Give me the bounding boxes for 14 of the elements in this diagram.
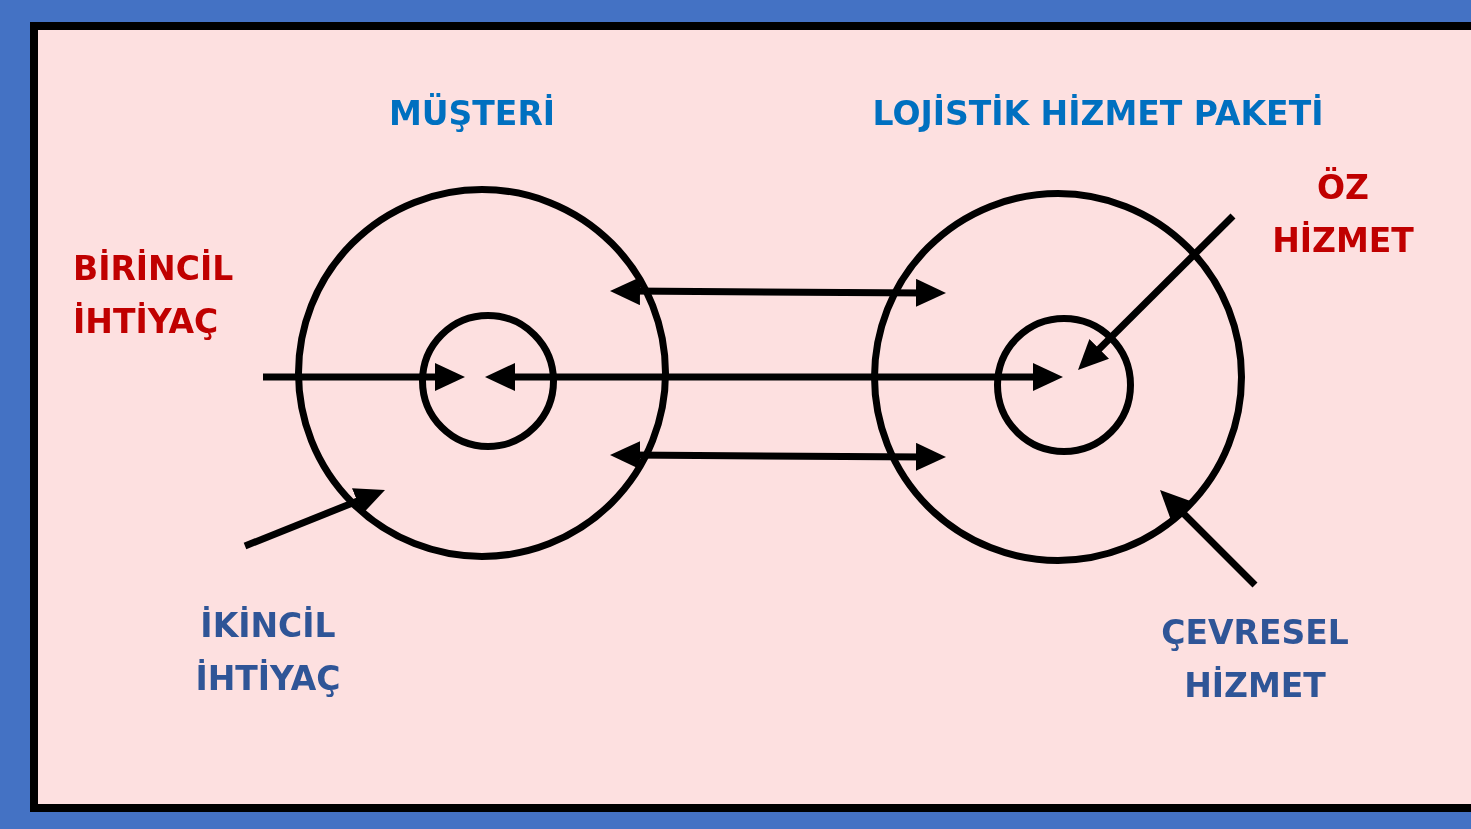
arrow: [1160, 490, 1258, 588]
arrow: [1078, 213, 1236, 370]
arrow: [610, 441, 946, 471]
inner-circle: [419, 312, 557, 450]
annotation-text: ÇEVRESEL HİZMET: [1125, 607, 1385, 713]
annotation-text: BİRİNCİL İHTİYAÇ: [73, 243, 303, 349]
annotation-text: İKİNCİL İHTİYAÇ: [148, 600, 388, 706]
inner-circle: [994, 315, 1134, 455]
arrow: [485, 363, 1063, 391]
arrow: [243, 488, 385, 550]
arrow: [610, 277, 946, 307]
annotation-text: ÖZ HİZMET: [1243, 162, 1443, 268]
circle-title: MÜŞTERİ: [387, 92, 557, 135]
circle-title: LOJİSTİK HİZMET PAKETİ: [871, 93, 1325, 135]
